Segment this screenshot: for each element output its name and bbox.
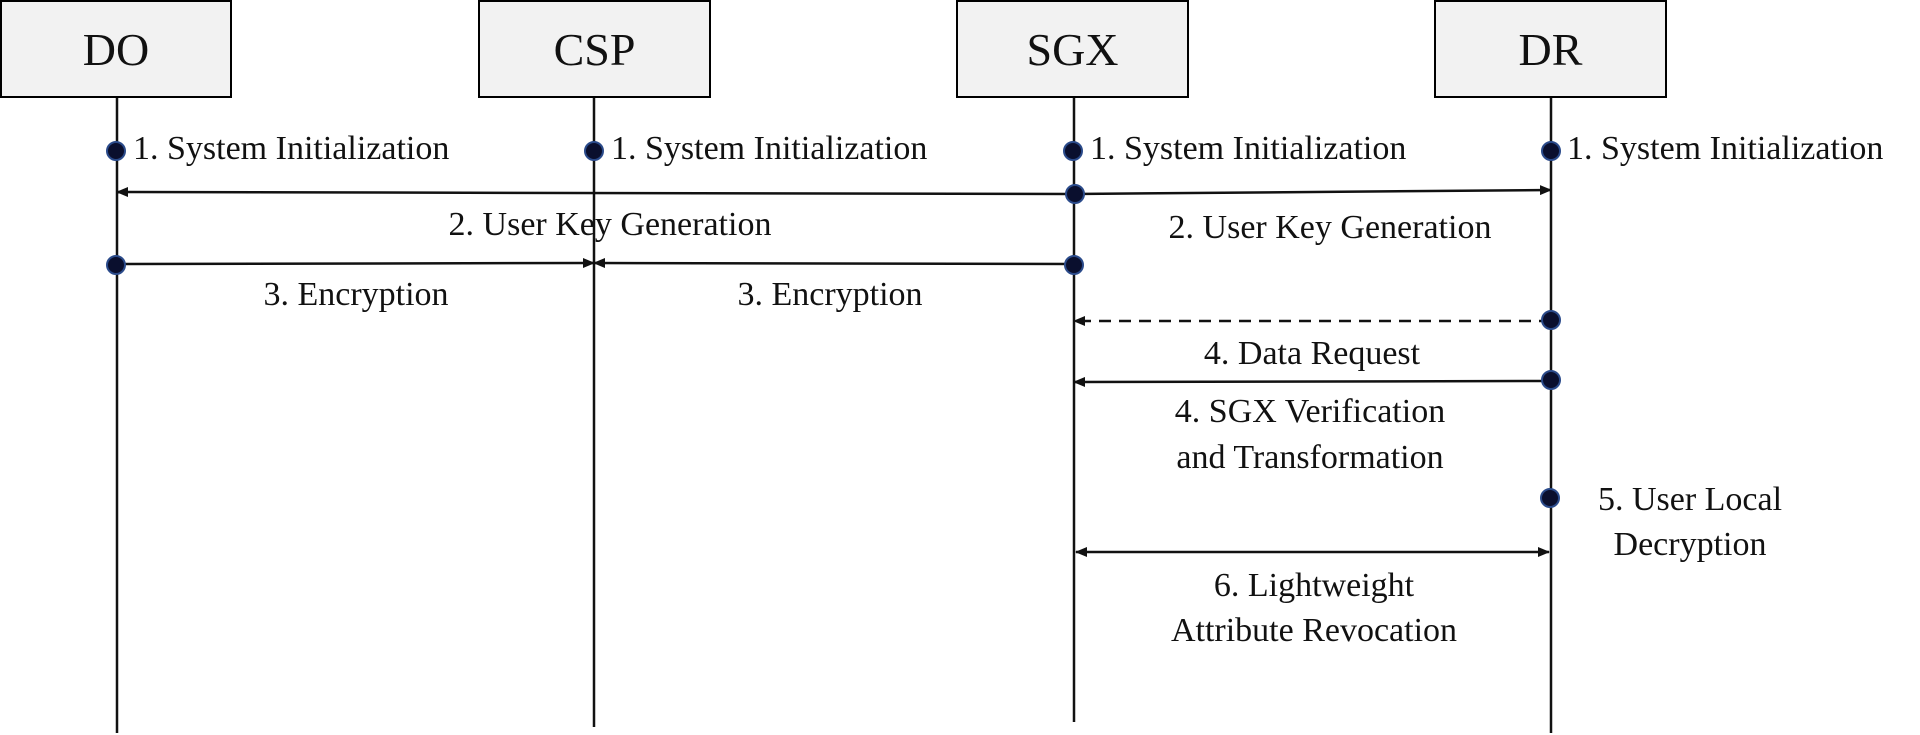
dot-init-csp: [584, 141, 604, 161]
label-revocation-2: Attribute Revocation: [1170, 612, 1458, 649]
arrow-keygen-to-dr: [1073, 185, 1552, 196]
dot-data-request-dr: [1541, 370, 1561, 390]
label-init-dr: 1. System Initialization: [1567, 130, 1884, 167]
actor-dr-label: DR: [1518, 23, 1583, 75]
label-encryption-left: 3. Encryption: [263, 276, 449, 313]
dot-local-decryption-dr: [1540, 488, 1560, 508]
arrow-data-request: [1073, 376, 1552, 387]
label-keygen-right: 2. User Key Generation: [1168, 209, 1492, 246]
dot-request-dr: [1541, 310, 1561, 330]
actor-do: DO: [0, 0, 232, 98]
arrow-encryption-do-to-csp: [116, 258, 595, 269]
actor-sgx: SGX: [956, 0, 1189, 98]
label-data-request: 4. Data Request: [1203, 335, 1421, 372]
label-encryption-right: 3. Encryption: [737, 276, 923, 313]
label-local-decryption-1: 5. User Local: [1597, 481, 1783, 518]
dot-init-dr: [1541, 141, 1561, 161]
label-init-do: 1. System Initialization: [133, 130, 450, 167]
label-sgx-verification-2: and Transformation: [1176, 439, 1444, 476]
label-keygen-left: 2. User Key Generation: [448, 206, 772, 243]
label-init-sgx: 1. System Initialization: [1090, 130, 1407, 167]
actor-do-label: DO: [82, 23, 150, 75]
label-sgx-verification-1: 4. SGX Verification: [1174, 393, 1446, 430]
dot-encryption-do: [106, 255, 126, 275]
label-local-decryption-2: Decryption: [1613, 526, 1767, 563]
label-init-csp: 1. System Initialization: [611, 130, 928, 167]
actor-csp-label: CSP: [553, 23, 636, 75]
label-revocation-1: 6. Lightweight: [1213, 567, 1415, 604]
actor-sgx-label: SGX: [1026, 23, 1119, 75]
dot-init-sgx: [1063, 141, 1083, 161]
dot-encryption-sgx: [1064, 255, 1084, 275]
actor-dr: DR: [1434, 0, 1667, 98]
actor-csp: CSP: [478, 0, 711, 98]
dot-keygen-sgx: [1065, 184, 1085, 204]
arrow-keygen-to-do: [116, 187, 1075, 198]
dot-init-do: [106, 141, 126, 161]
arrow-encryption-sgx-to-csp: [593, 258, 1075, 269]
